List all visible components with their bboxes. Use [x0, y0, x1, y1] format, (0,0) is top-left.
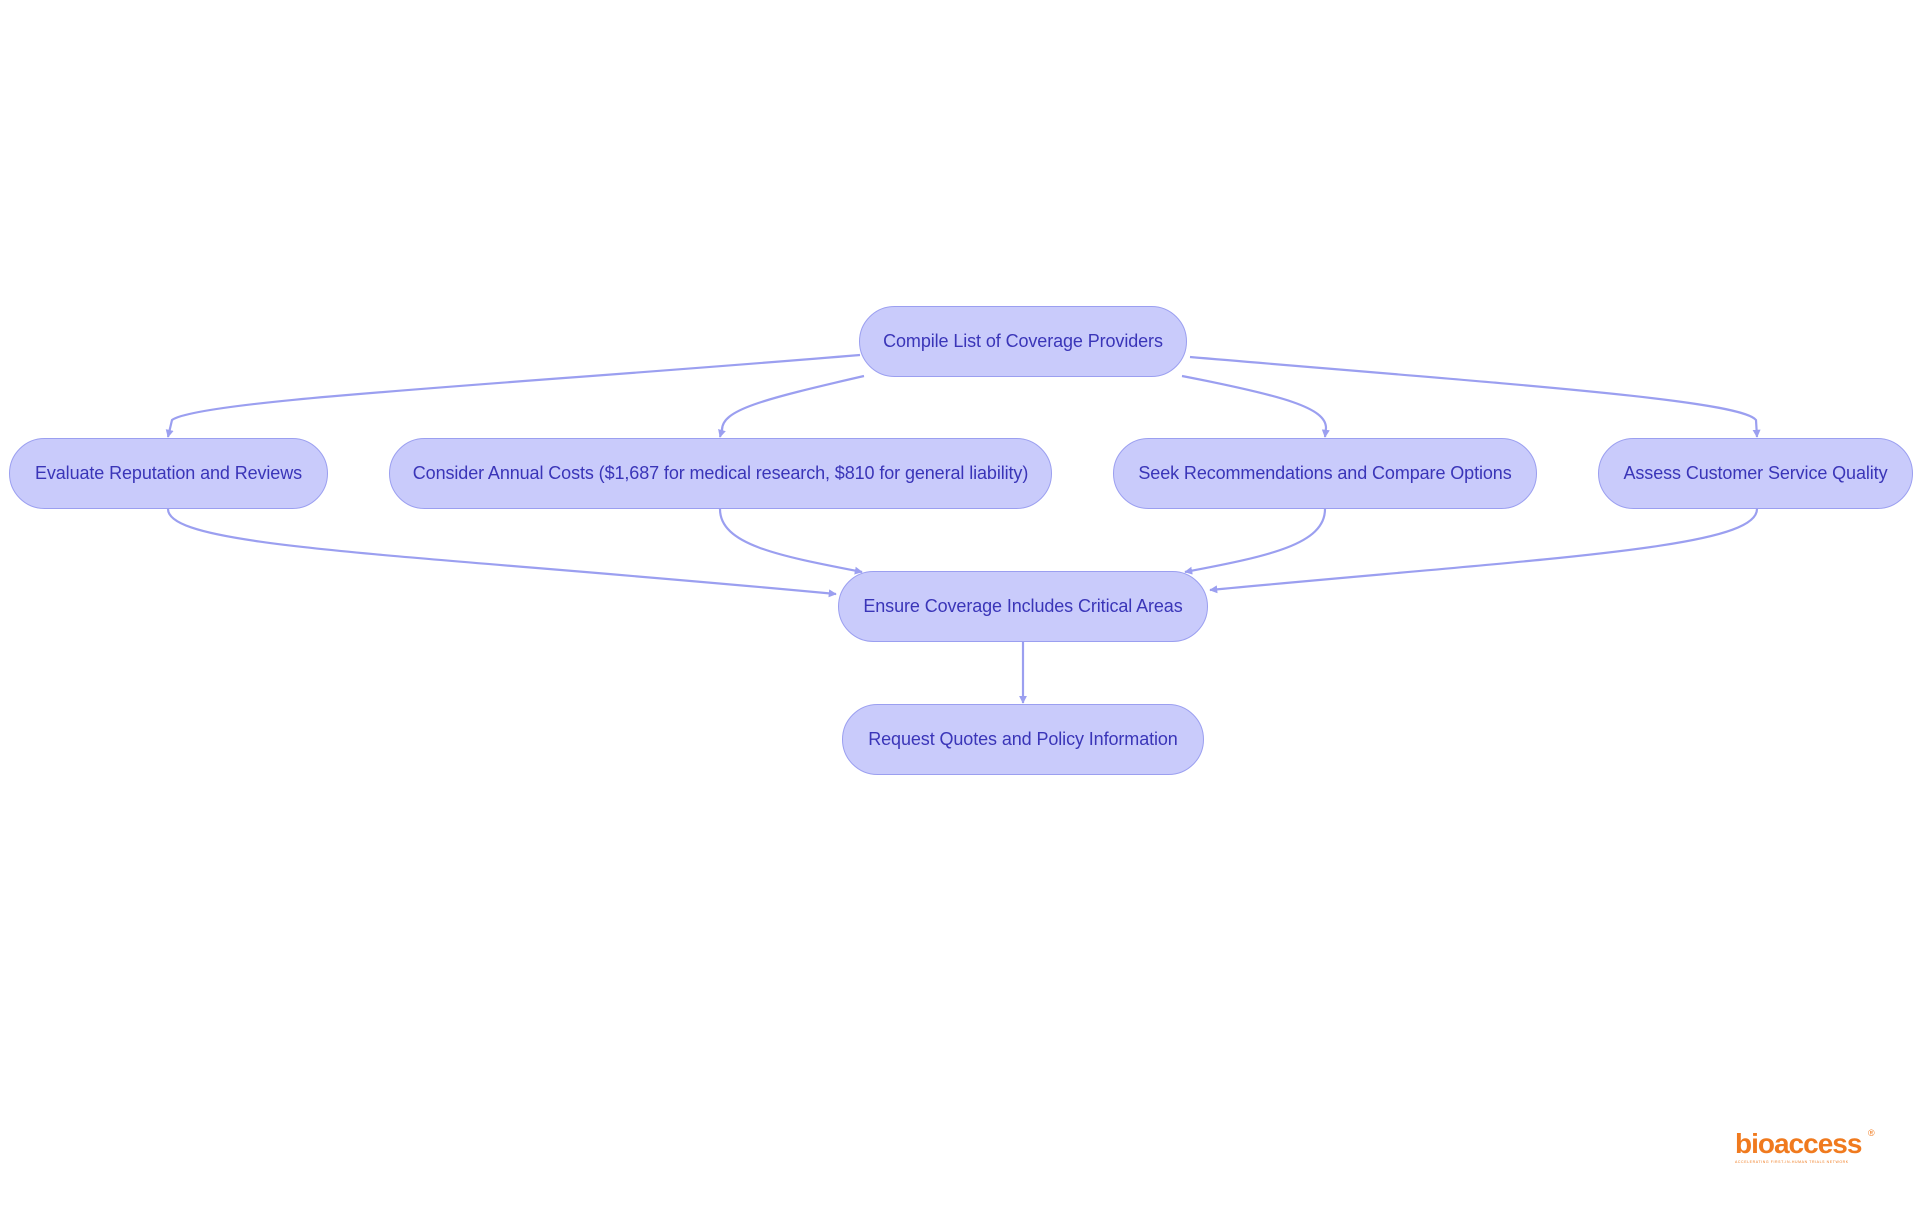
- node-consider-costs: Consider Annual Costs ($1,687 for medica…: [389, 438, 1052, 509]
- node-seek-recommendations: Seek Recommendations and Compare Options: [1113, 438, 1537, 509]
- edge-assess-ensure: [1209, 508, 1759, 594]
- node-evaluate-reputation: Evaluate Reputation and Reviews: [9, 438, 328, 509]
- registered-mark: ®: [1868, 1128, 1875, 1138]
- logo-wordmark: bioaccess: [1735, 1128, 1862, 1159]
- edge-evaluate-ensure: [166, 508, 837, 598]
- edge-compile-assess: [1189, 355, 1761, 438]
- edge-compile-costs: [718, 374, 865, 438]
- node-ensure-coverage: Ensure Coverage Includes Critical Areas: [838, 571, 1208, 642]
- edge-compile-evaluate: [165, 353, 861, 438]
- logo-tagline: ACCELERATING FIRST-IN-HUMAN TRIALS NETWO…: [1735, 1160, 1849, 1164]
- edge-compile-seek: [1181, 374, 1330, 438]
- node-compile-providers: Compile List of Coverage Providers: [859, 306, 1187, 377]
- node-request-quotes: Request Quotes and Policy Information: [842, 704, 1204, 775]
- edge-seek-ensure: [1184, 508, 1327, 575]
- bioaccess-logo: bioaccess ® ACCELERATING FIRST-IN-HUMAN …: [1735, 1128, 1875, 1166]
- node-assess-service: Assess Customer Service Quality: [1598, 438, 1913, 509]
- edge-costs-ensure: [718, 508, 863, 575]
